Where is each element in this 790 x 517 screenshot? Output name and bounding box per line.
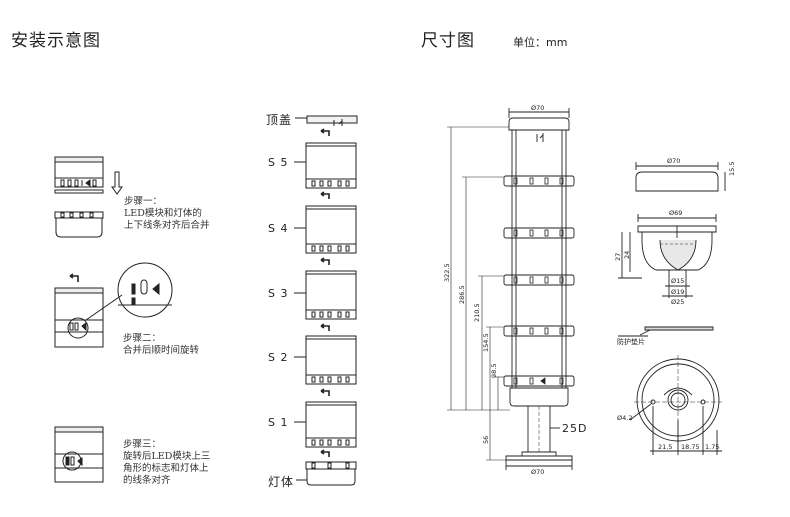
dims-title: 尺寸图 xyxy=(421,31,475,51)
module-s5 xyxy=(294,142,357,199)
step1-line1: 步骤一： xyxy=(124,196,163,207)
dim-h-56: 56 xyxy=(482,435,490,444)
dim-hole-d42: Ø4.2 xyxy=(617,414,633,422)
dim-w-1-75: 1.75 xyxy=(705,443,720,451)
label-s1: S 1 xyxy=(268,416,289,429)
label-lamp-body: 灯体 xyxy=(268,475,295,489)
step3-line4: 的线条对齐 xyxy=(123,475,171,486)
step3-line1: 步骤三： xyxy=(123,439,162,450)
dim-d25: Ø25 xyxy=(671,298,685,306)
dim-d19: Ø19 xyxy=(671,288,685,296)
cap-detail xyxy=(635,162,726,192)
dim-h-286: 286.5 xyxy=(458,285,466,304)
label-s3: S 3 xyxy=(268,287,289,300)
step2-line1: 步骤二： xyxy=(123,333,162,344)
module-s3 xyxy=(294,270,357,331)
step2-text: 步骤二： 合并后顺时间旋转 xyxy=(123,333,199,357)
dim-cap-d70: Ø70 xyxy=(667,157,681,165)
dim-h-27: 27 xyxy=(614,252,622,261)
step2-figure xyxy=(54,262,173,348)
step3-figure xyxy=(54,426,104,483)
dim-h-154: 154.5 xyxy=(482,333,490,352)
dim-base-d69: Ø69 xyxy=(669,209,683,217)
label-s2: S 2 xyxy=(268,351,289,364)
dim-bottom-d70: Ø70 xyxy=(531,468,545,476)
dim-d15: Ø15 xyxy=(671,277,685,285)
step2-line2: 合并后顺时间旋转 xyxy=(123,345,200,356)
dim-h-24: 24 xyxy=(623,250,631,259)
dim-h-322: 322.5 xyxy=(443,263,451,282)
module-s1 xyxy=(294,401,357,457)
dim-w-18-75: 18.75 xyxy=(681,443,700,451)
step3-line3: 角形的标志和灯体上 xyxy=(123,463,209,474)
step3-text: 步骤三： 旋转后LED模块上三 角形的标志和灯体上 的线条对齐 xyxy=(123,439,210,487)
step1-text: 步骤一： LED模块和灯体的 上下线条对齐后合并 xyxy=(124,196,210,232)
dim-w-21-5: 21.5 xyxy=(658,443,673,451)
step3-line2: 旋转后LED模块上三 xyxy=(123,451,211,462)
pipe-25d-label: 25D xyxy=(562,422,588,435)
dim-cap-h: 15.5 xyxy=(728,161,736,176)
step1-figure xyxy=(54,156,123,238)
unit-label: 单位：mm xyxy=(513,36,568,49)
label-s5: S 5 xyxy=(268,156,289,169)
exploded-stack xyxy=(294,115,358,486)
gasket-label: 防护垫片 xyxy=(617,338,645,346)
step1-line2: LED模块和灯体的 xyxy=(124,208,202,219)
module-s4 xyxy=(294,205,357,265)
step1-line3: 上下线条对齐后合并 xyxy=(124,220,210,231)
install-title: 安装示意图 xyxy=(11,31,101,51)
dim-h-210: 210.5 xyxy=(473,303,481,322)
base-bottom-view xyxy=(629,355,722,455)
lamp-body xyxy=(296,461,357,486)
tower-bands xyxy=(503,175,575,387)
dim-top-d70: Ø70 xyxy=(531,104,545,112)
dim-h-98: 98.5 xyxy=(490,363,498,378)
module-s2 xyxy=(294,335,357,396)
tower-drawing xyxy=(447,108,575,470)
label-s4: S 4 xyxy=(268,222,289,235)
label-top-cover: 顶盖 xyxy=(266,113,293,127)
gasket-detail xyxy=(618,326,714,337)
base-section-detail xyxy=(618,214,717,298)
